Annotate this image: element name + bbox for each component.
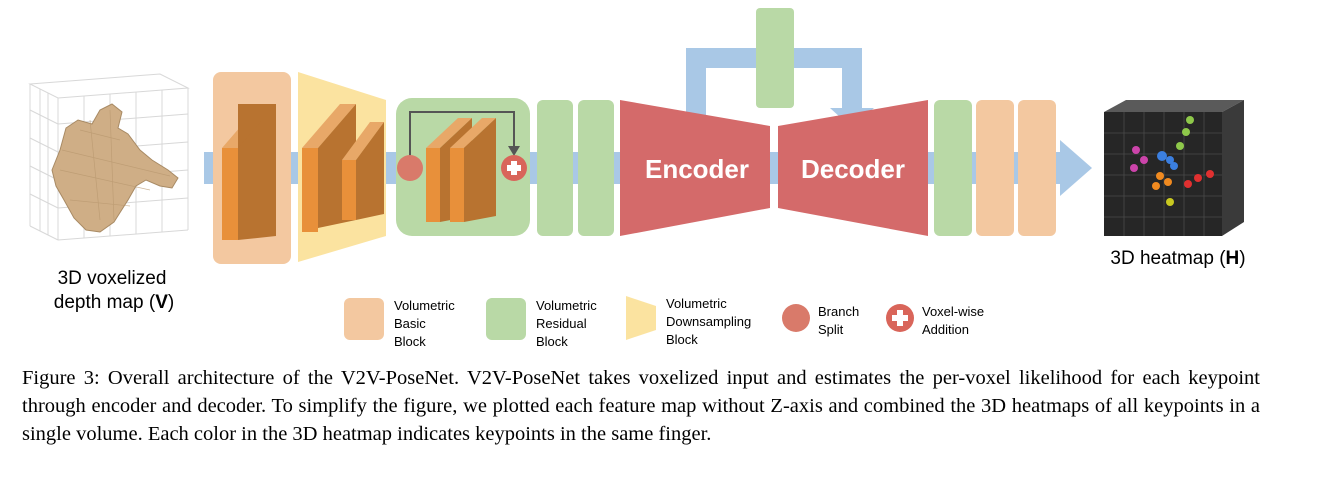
basic-block-2 — [976, 100, 1014, 236]
encoder-label: Encoder — [645, 154, 749, 184]
skip-residual-block — [756, 8, 794, 108]
decoder-block — [778, 100, 928, 236]
keypoint-markers — [1130, 116, 1214, 206]
architecture-diagram: Encoder Decoder — [28, 8, 1246, 349]
input-label-line1: 3D voxelized — [58, 268, 167, 289]
voxel-addition-node — [501, 155, 527, 181]
output-heatmap-cube — [1104, 100, 1244, 236]
basic-block-3 — [1018, 100, 1056, 236]
skip-connection-arrow — [686, 48, 874, 128]
input-label-line2: depth map (V) — [54, 292, 174, 313]
figure-caption: Figure 3: Overall architecture of the V2… — [22, 364, 1260, 448]
caption-text: Figure 3: Overall architecture of the V2… — [22, 367, 1260, 445]
feature-map-3 — [342, 122, 384, 220]
residual-skip-line — [409, 111, 520, 156]
branch-split-node — [397, 155, 423, 181]
residual-block-3 — [578, 100, 614, 236]
input-voxel-grid — [28, 73, 190, 241]
residual-block-2 — [537, 100, 573, 236]
output-label: 3D heatmap (H) — [1110, 248, 1245, 269]
decoder-label: Decoder — [801, 154, 905, 184]
feature-map-1 — [222, 104, 276, 240]
encoder-block — [620, 100, 770, 236]
hand-voxel-shape — [51, 103, 179, 233]
residual-block-4 — [934, 100, 972, 236]
feature-map-5 — [450, 118, 496, 222]
